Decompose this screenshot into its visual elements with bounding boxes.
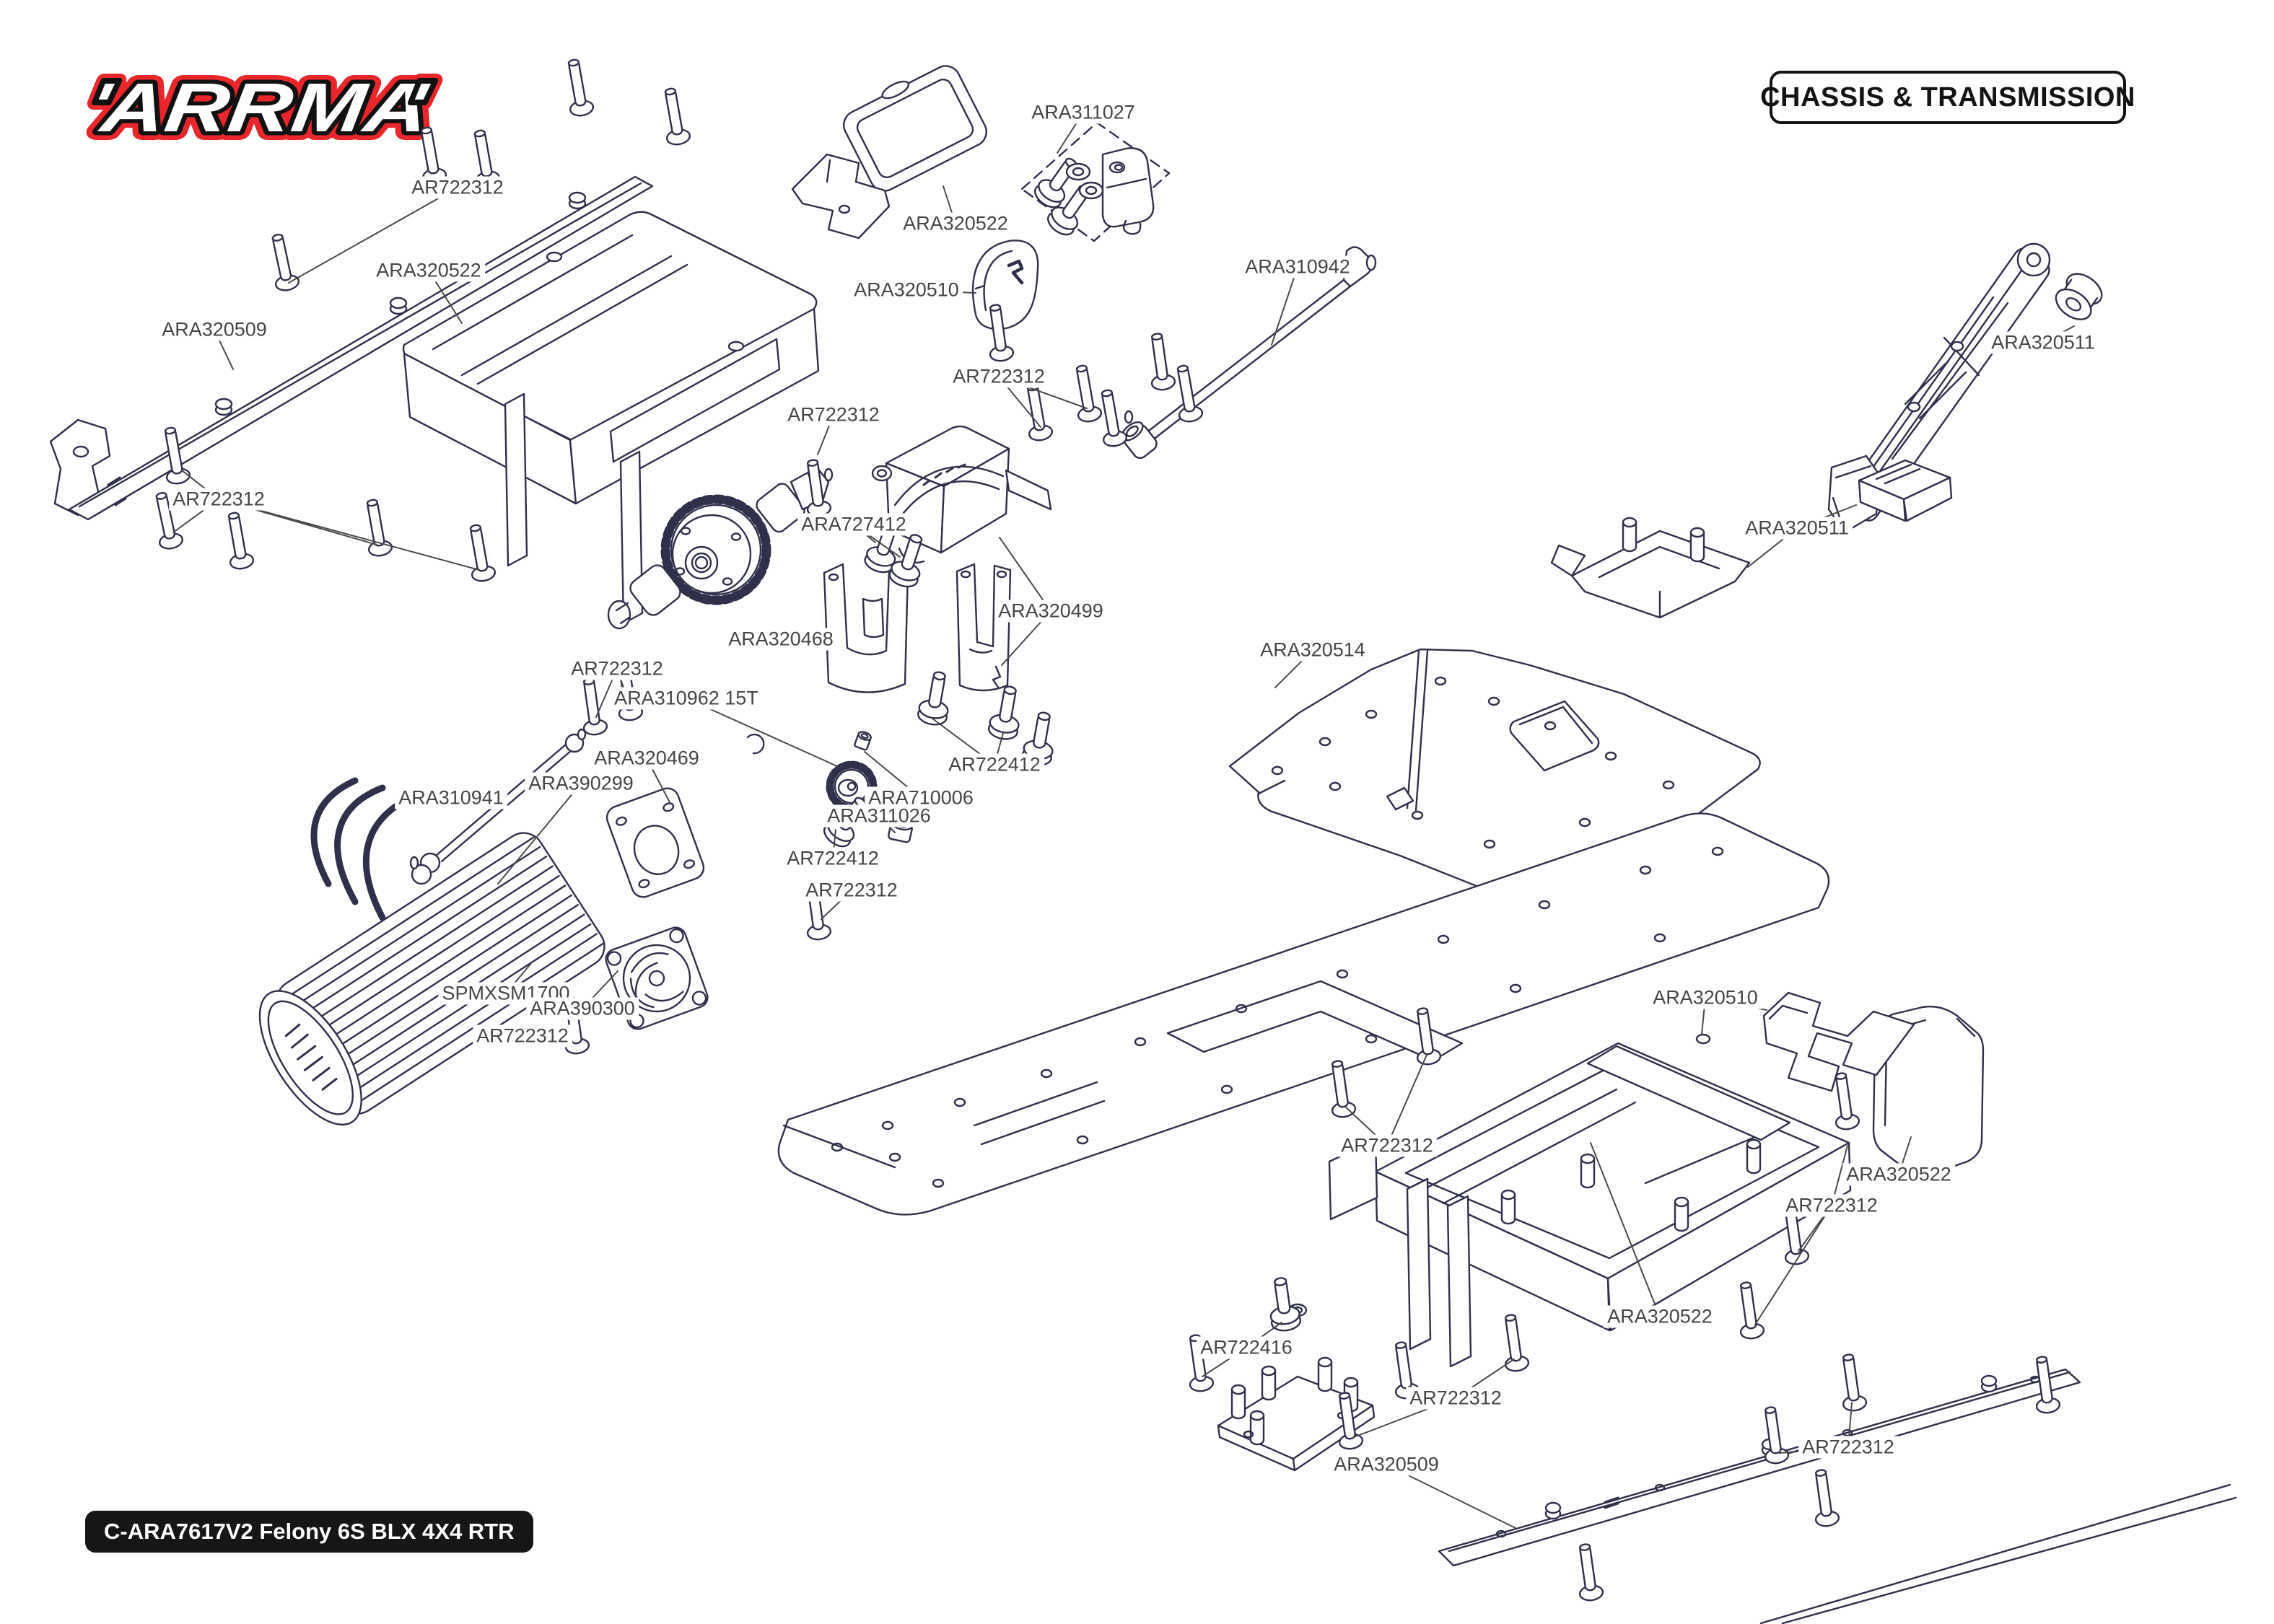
part-label: ARA320510: [850, 278, 963, 302]
part-side-rail-left: [49, 175, 654, 521]
leader-line: [1590, 1142, 1661, 1317]
part-gearbox-cover-top: [843, 65, 987, 192]
part-chassis-plate: [777, 812, 1830, 1216]
part-label: AR722416: [1197, 1336, 1296, 1359]
leader-line: [999, 537, 1051, 612]
part-label: ARA320522: [372, 259, 485, 282]
part-label: AR722312: [408, 176, 507, 199]
part-caster-block-kit: [1020, 121, 1171, 242]
part-label: AR722312: [473, 1024, 572, 1048]
part-label: ARA320514: [1256, 638, 1369, 662]
part-label: ARA320511: [1987, 331, 2099, 354]
part-steering-bracket: [1550, 459, 1953, 619]
part-label: ARA310941: [395, 786, 507, 809]
part-bottom-mount-plate: [1217, 1356, 1376, 1472]
part-label: ARA310962 15T: [611, 687, 762, 710]
part-label: ARA320468: [725, 628, 837, 651]
logo-outline-black: ARRMA: [95, 69, 434, 146]
part-label: AR722312: [1798, 1436, 1898, 1459]
part-top-deck-plate: [1228, 648, 1761, 897]
part-center-diff: [607, 466, 834, 755]
leader-line: [1271, 266, 1298, 346]
part-label: AR722312: [1337, 1134, 1437, 1157]
part-label: ARA320510: [1649, 986, 1762, 1009]
part-label: ARA390300: [526, 997, 639, 1020]
part-label: ARA320522: [1842, 1163, 1955, 1186]
logo-tick-black: [91, 78, 439, 105]
logo-outline-red: ARRMA: [95, 69, 434, 146]
part-label: AR722312: [949, 365, 1049, 388]
fastener-screws: [149, 57, 2062, 1603]
leader-line: [218, 499, 480, 571]
part-label: AR722412: [783, 847, 883, 870]
part-battery-tray: [1328, 1033, 1852, 1368]
part-label: AR722312: [1406, 1387, 1505, 1410]
part-label: AR722312: [784, 403, 883, 426]
part-label: AR722312: [169, 488, 268, 511]
part-label: AR722412: [945, 753, 1044, 776]
part-label: AR722312: [567, 657, 667, 680]
part-label: ARA727412: [797, 513, 910, 536]
part-label: ARA311026: [823, 804, 935, 828]
part-label: ARA390299: [525, 772, 637, 795]
part-label: ARA320469: [590, 747, 703, 770]
part-esc-bracket: [791, 153, 891, 240]
leader-line: [1386, 1054, 1427, 1146]
model-code-badge: C-ARA7617V2 Felony 6S BLX 4X4 RTR: [85, 1511, 533, 1553]
part-tray-clip: [1762, 991, 1915, 1092]
arrma-logo: ARRMA ARRMA ARRMA: [75, 56, 465, 157]
arrma-logo-layers: ARRMA ARRMA ARRMA: [87, 61, 442, 154]
sheet-title: CHASSIS & TRANSMISSION: [1760, 71, 2135, 124]
part-spool-roller: [2055, 273, 2103, 320]
part-label: AR722312: [1782, 1194, 1881, 1217]
arrma-logo-art: ARRMA ARRMA ARRMA: [87, 61, 442, 154]
logo-fill-white: ARRMA: [95, 69, 434, 146]
leader-line: [686, 698, 838, 767]
model-code-text: C-ARA7617V2 Felony 6S BLX 4X4 RTR: [104, 1519, 515, 1544]
leader-line: [288, 187, 458, 284]
part-label: ARA310942: [1241, 255, 1354, 278]
part-motor-cover: [972, 240, 1039, 330]
part-side-rail-bottom: [1438, 1368, 2237, 1624]
part-label: ARA320522: [899, 212, 1012, 235]
part-diff-gearcase: [871, 425, 1052, 564]
part-label: ARA320509: [1330, 1453, 1443, 1476]
part-brushless-motor: [258, 777, 605, 1126]
part-motor-mount-plate: [605, 787, 705, 898]
part-motor-mount-forks: [823, 563, 1012, 693]
part-label: ARA320509: [158, 318, 271, 341]
part-label: ARA320522: [1604, 1305, 1716, 1328]
leader-line: [497, 783, 582, 885]
part-chassis-brace: [1827, 242, 2103, 534]
part-label: ARA311027: [1028, 101, 1139, 124]
part-label: ARA320511: [1741, 517, 1853, 540]
part-label: ARA320499: [994, 600, 1107, 623]
part-center-console: [402, 211, 820, 625]
sheet-title-text: CHASSIS & TRANSMISSION: [1760, 82, 2135, 113]
leader-line: [1754, 1205, 1832, 1325]
part-label: AR722312: [802, 879, 901, 902]
